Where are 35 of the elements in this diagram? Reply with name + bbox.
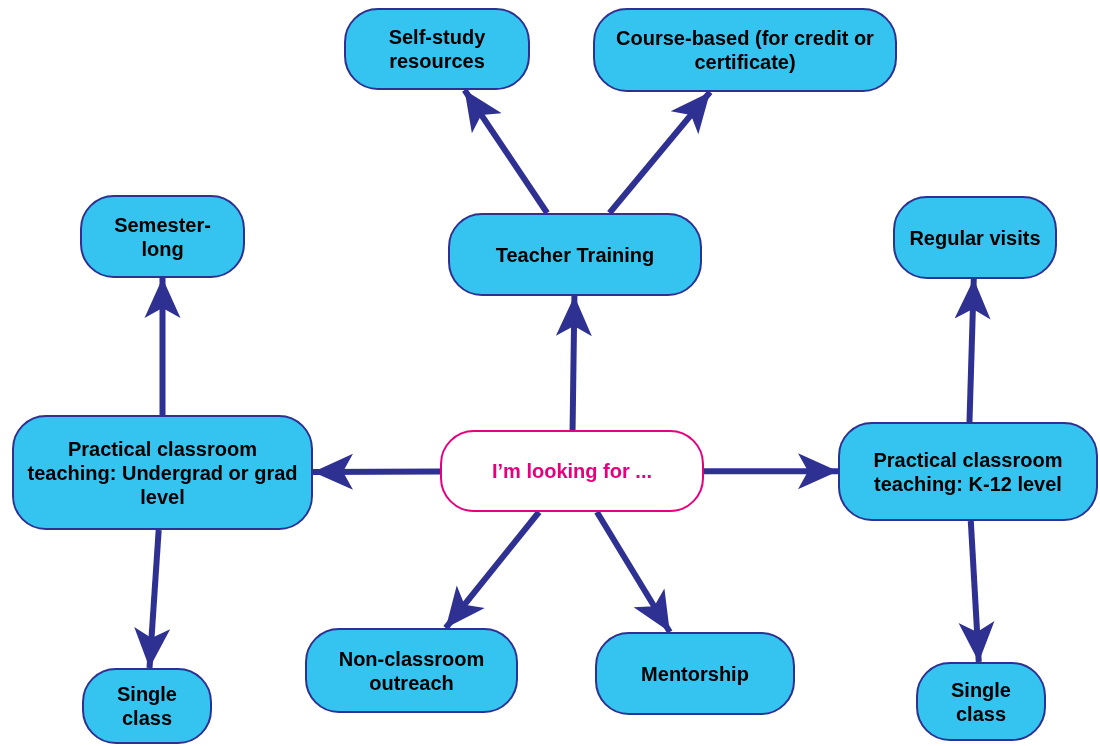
- arrow: [594, 510, 673, 634]
- arrow: [555, 295, 592, 431]
- node-label: Single class: [116, 682, 178, 730]
- arrow: [958, 520, 995, 663]
- option-box: [593, 8, 897, 92]
- node-label: Teacher Training: [495, 242, 655, 267]
- arrow: [704, 453, 838, 490]
- option-box: [595, 632, 795, 715]
- option-box: [344, 8, 530, 90]
- node-label: I’m looking for ...: [492, 459, 652, 483]
- option-box: [82, 668, 212, 744]
- option-box: [12, 415, 313, 530]
- arrow: [313, 453, 440, 490]
- arrow: [134, 529, 171, 669]
- node-label: Single class: [950, 677, 1012, 726]
- option-box: [916, 662, 1046, 741]
- node-label: Non-classroom outreach: [337, 646, 486, 695]
- arrow: [144, 278, 181, 415]
- option-box: [80, 195, 245, 278]
- node-label: Semester-long: [113, 212, 212, 261]
- option-box: [838, 422, 1098, 521]
- node-label: Practical classroom teaching: Undergrad or grad level: [26, 436, 299, 509]
- arrow: [443, 510, 542, 630]
- node-label: Practical classroom teaching: K-12 level: [872, 447, 1064, 496]
- node-label: Self-study resources: [387, 25, 487, 73]
- node-label: Regular visits: [909, 225, 1041, 250]
- arrow: [607, 90, 713, 215]
- option-box: [448, 213, 702, 296]
- node-label: Mentorship: [641, 661, 749, 686]
- option-box: [893, 196, 1057, 279]
- arrow: [954, 278, 991, 423]
- arrow: [462, 88, 550, 215]
- node-label: Course-based (for credit or certificate): [615, 26, 875, 74]
- option-box: [305, 628, 518, 713]
- start-node: [440, 430, 704, 512]
